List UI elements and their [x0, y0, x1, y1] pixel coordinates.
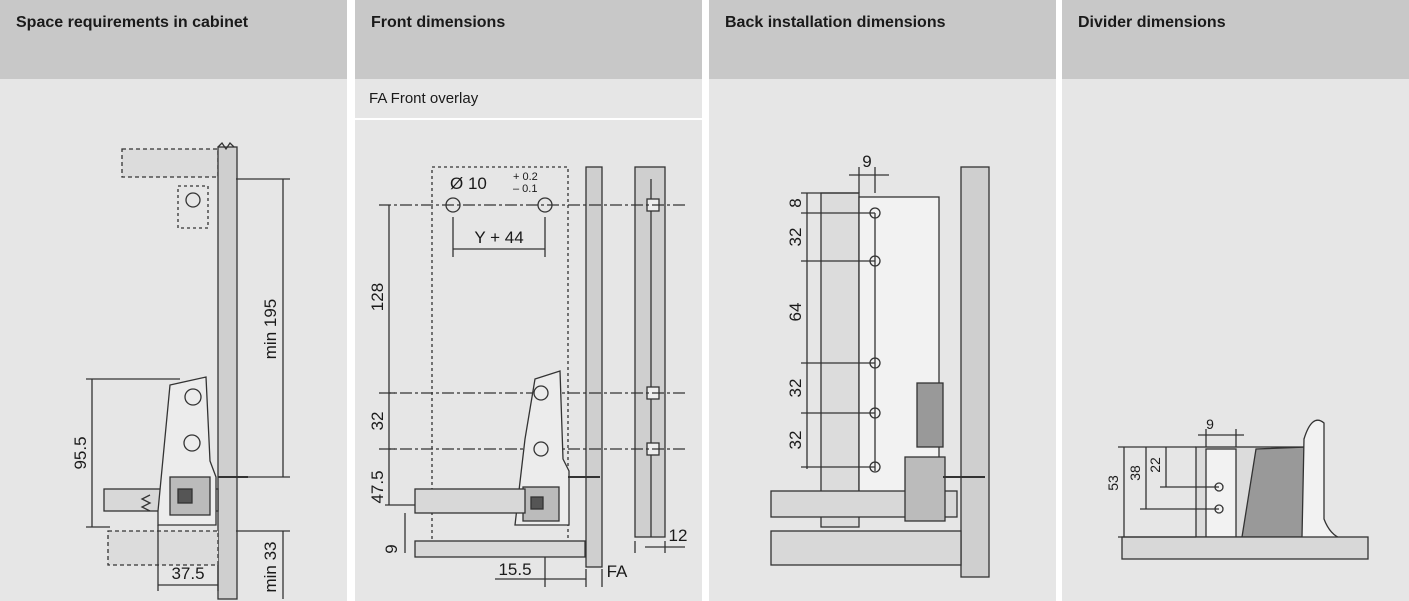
dim-32-c: 32	[786, 431, 805, 450]
dim-tol-minus: – 0.1	[513, 183, 537, 195]
dim-12: 12	[669, 526, 688, 545]
dim-9: 9	[1206, 416, 1214, 432]
dim-95-5: 95.5	[71, 436, 90, 469]
dim-9: 9	[382, 544, 401, 553]
dim-64: 64	[786, 303, 805, 322]
side-view	[634, 166, 666, 538]
panel-title: Divider dimensions	[1078, 14, 1226, 31]
front-dimensions-drawing: Ø 10 + 0.2 – 0.1 Y + 44 128 32 47.5 9 15…	[368, 166, 688, 587]
cabinet-side	[960, 166, 990, 578]
panel-title: Back installation dimensions	[725, 14, 946, 31]
dim-min33: min 33	[261, 541, 280, 592]
panel-body: 9 53 38 22	[1062, 79, 1409, 601]
top-shelf	[121, 148, 219, 178]
panel-title: Space requirements in cabinet	[16, 14, 249, 31]
panel-header: Divider dimensions	[1062, 0, 1409, 79]
panel-space-requirements: Space requirements in cabinet	[0, 0, 347, 601]
dim-y44: Y + 44	[474, 228, 523, 247]
cabinet-side	[585, 166, 603, 568]
dim-min195: min 195	[261, 299, 280, 359]
hinge-outline	[177, 185, 209, 229]
dim-128: 128	[368, 283, 387, 311]
panel-header: Space requirements in cabinet	[0, 0, 347, 79]
dim-32: 32	[368, 412, 387, 431]
dim-8: 8	[786, 198, 805, 207]
divider-drawing: 9 53 38 22	[1105, 416, 1369, 560]
hole-circle	[185, 192, 201, 208]
panel-subtitle: FA Front overlay	[369, 90, 479, 107]
panel-subtitle-bar: FA Front overlay	[355, 79, 702, 120]
hole-right	[537, 197, 553, 213]
dim-37-5: 37.5	[171, 564, 204, 583]
panel-body: 9 8 32 64 32 32	[709, 79, 1056, 601]
panel-header: Back installation dimensions	[709, 0, 1056, 79]
dim-22: 22	[1147, 457, 1163, 473]
hole-left	[445, 197, 461, 213]
panel-header: Front dimensions	[355, 0, 702, 79]
dim-15-5: 15.5	[498, 560, 531, 579]
dim-fa: FA	[607, 562, 628, 581]
dim-47-5: 47.5	[368, 470, 387, 503]
panel-divider-dimensions: Divider dimensions	[1062, 0, 1409, 601]
back-fitting	[858, 196, 940, 494]
back-panel	[820, 192, 860, 528]
divider-bracket	[1205, 448, 1237, 538]
bottom-board	[107, 530, 219, 566]
back-installation-drawing: 9 8 32 64 32 32	[770, 152, 990, 578]
dim-38: 38	[1127, 465, 1143, 481]
panel-body: min 195 min 33 95.5 37.5	[0, 79, 347, 601]
dim-53: 53	[1105, 475, 1121, 491]
panel-front-dimensions: Front dimensions FA Front overlay	[355, 0, 702, 601]
dim-32-a: 32	[786, 228, 805, 247]
cabinet-side	[217, 146, 238, 600]
dim-9: 9	[862, 152, 871, 171]
panel-title: Front dimensions	[371, 14, 506, 31]
panel-body: FA Front overlay	[355, 79, 702, 601]
dim-diameter: Ø 10	[450, 174, 487, 193]
space-requirements-drawing: min 195 min 33 95.5 37.5	[71, 141, 290, 600]
dim-tol-plus: + 0.2	[513, 171, 538, 183]
dim-32-b: 32	[786, 379, 805, 398]
panel-back-installation: Back installation dimensions	[709, 0, 1056, 601]
